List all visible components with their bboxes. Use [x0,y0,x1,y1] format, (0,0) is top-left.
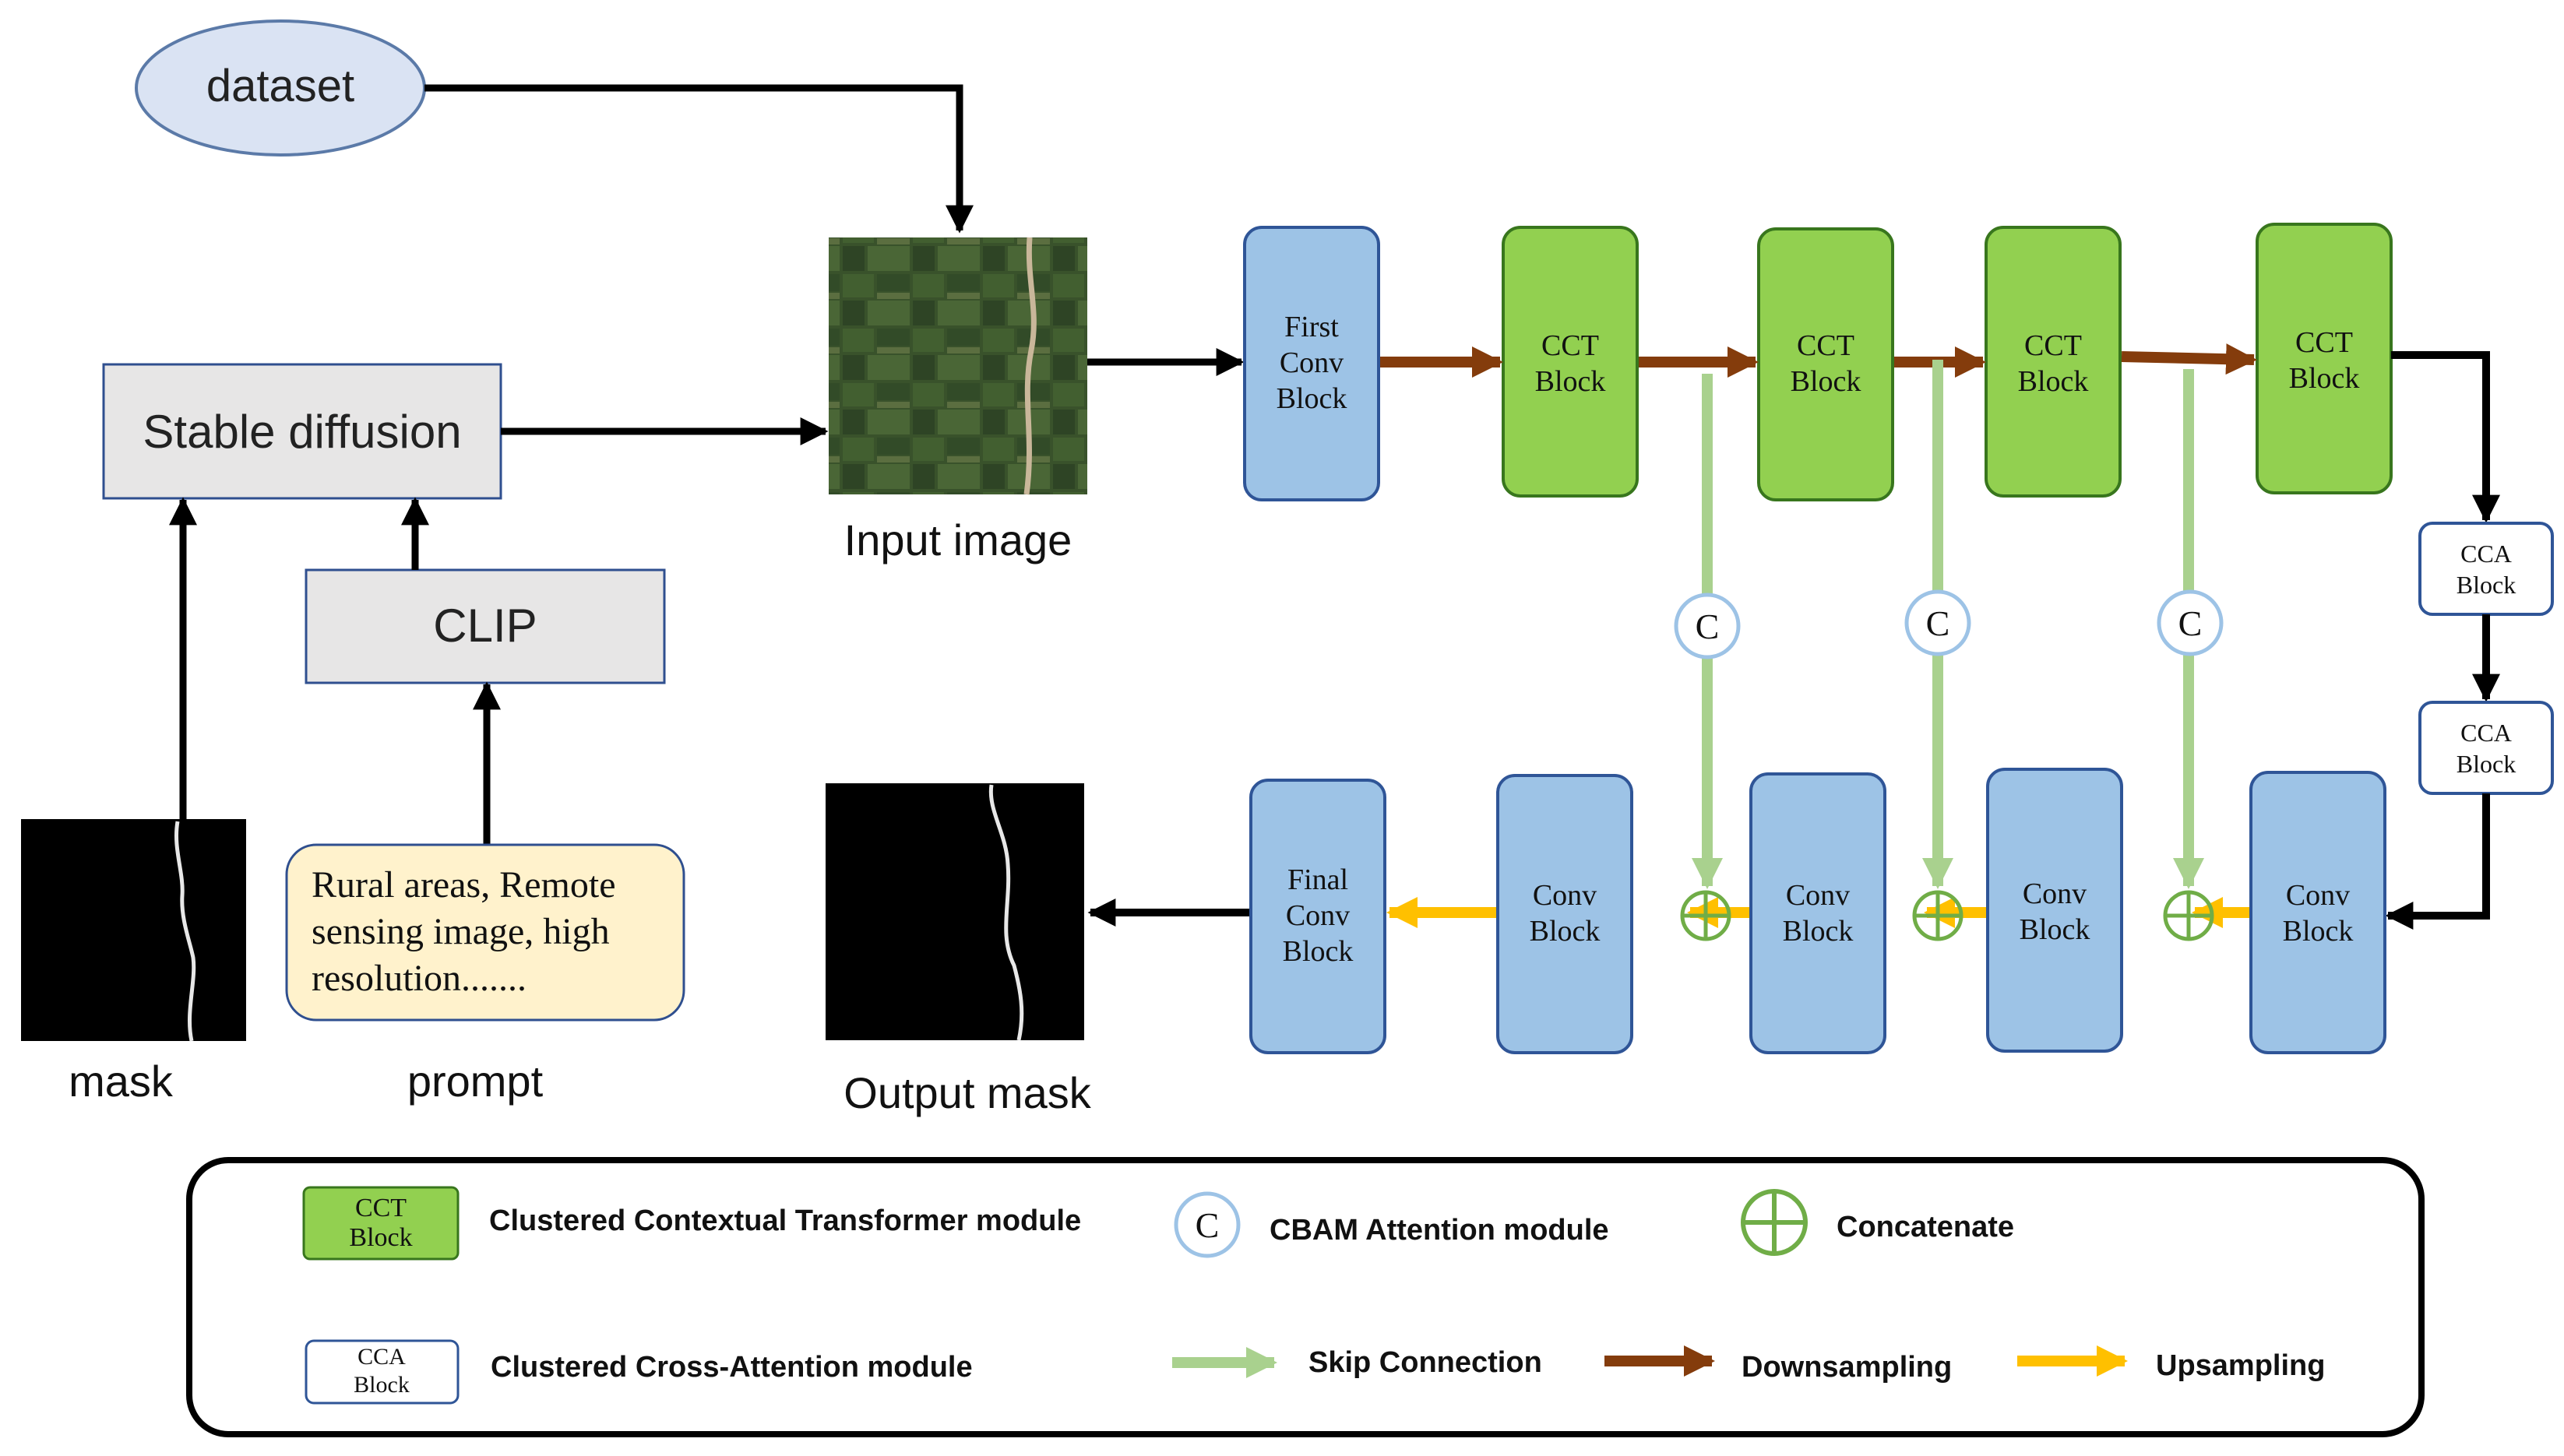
svg-text:Block: Block [2289,362,2360,395]
downsampling-arrow-4 [2121,343,2257,375]
svg-text:Conv: Conv [2286,879,2350,912]
svg-text:Block: Block [2457,750,2516,778]
conv-block-4: Conv Block [2249,771,2386,1054]
conv-block-3: Conv Block [1986,768,2123,1053]
legend-cct-desc: Clustered Contextual Transformer module [489,1205,1081,1237]
svg-text:CCT: CCT [1541,329,1599,362]
final-conv-block: Final Conv Block [1249,779,1386,1054]
concat-node-2 [1912,890,1964,941]
dataset-to-input-arrow [424,84,974,234]
dataset-node: dataset [135,19,426,157]
clip-label: CLIP [433,600,537,652]
clip-box: CLIP [305,568,666,684]
prompt-label: prompt [407,1057,544,1106]
svg-text:C: C [1196,1205,1220,1245]
svg-text:Block: Block [2020,913,2090,946]
legend-down-desc: Downsampling [1742,1351,1952,1384]
svg-text:Conv: Conv [1286,899,1350,932]
concat-node-3 [2163,890,2214,941]
conv-block-2: Conv Block [1749,772,1886,1054]
svg-text:Block: Block [2283,915,2354,948]
cca-block-2: CCA Block [2418,701,2554,795]
cbam-node-3: C [2157,589,2224,656]
legend-up-desc: Upsampling [2156,1349,2325,1382]
cbam-node-2: C [1904,589,1971,656]
svg-text:Block: Block [1791,365,1861,398]
svg-text:CCA: CCA [2460,719,2512,747]
svg-text:CCT: CCT [1797,329,1854,362]
svg-text:Block: Block [354,1372,410,1398]
svg-text:Conv: Conv [1280,346,1344,379]
dataset-label: dataset [206,61,354,111]
first-conv-block: First Conv Block [1243,226,1380,501]
cca-block-1: CCA Block [2418,522,2554,616]
svg-text:First: First [1284,311,1339,343]
mask-image [21,819,246,1042]
legend-cbam-desc: CBAM Attention module [1270,1214,1609,1247]
stable-diffusion-box: Stable diffusion [102,363,502,500]
prompt-box: Rural areas, Remote sensing image, high … [285,843,685,1022]
svg-text:C: C [1696,607,1720,646]
svg-text:CCA: CCA [357,1344,406,1370]
svg-text:Block: Block [1783,915,1854,948]
legend-concat-desc: Concatenate [1837,1211,2014,1243]
svg-text:Conv: Conv [1786,879,1850,912]
legend-concat-icon [1741,1189,1808,1256]
svg-text:Block: Block [1530,915,1601,948]
svg-text:Block: Block [1535,365,1606,398]
cct-block-4: CCT Block [2256,223,2393,494]
cct-block-1: CCT Block [1502,226,1639,498]
svg-text:CCA: CCA [2460,540,2512,568]
svg-text:CCT: CCT [2024,329,2082,362]
concat-node-1 [1680,890,1731,941]
svg-text:Final: Final [1287,863,1348,896]
output-mask-image [826,783,1084,1041]
mask-label: mask [69,1057,174,1106]
prompt-line-2: sensing image, high [312,911,610,952]
input-image [829,237,1087,495]
conv-block-1: Conv Block [1496,774,1633,1054]
svg-text:C: C [1926,603,1950,643]
svg-text:Conv: Conv [2023,877,2087,910]
svg-text:Block: Block [2018,365,2089,398]
svg-text:CCT: CCT [355,1194,407,1222]
legend-cca-desc: Clustered Cross-Attention module [491,1351,973,1384]
cbam-node-1: C [1674,593,1741,659]
legend-cbam-icon: C [1174,1191,1241,1258]
cct-block-2: CCT Block [1757,227,1894,501]
svg-text:C: C [2178,603,2203,643]
cca-to-decoder-arrow [2385,793,2490,930]
svg-text:Block: Block [1277,382,1347,415]
legend: CCT Block Clustered Contextual Transform… [186,1157,2425,1437]
input-image-label: Input image [844,515,1072,564]
stable-diffusion-label: Stable diffusion [143,406,461,458]
prompt-line-3: resolution....... [312,958,527,999]
prompt-line-1: Rural areas, Remote [312,864,616,906]
legend-skip-desc: Skip Connection [1308,1346,1542,1379]
svg-text:CCT: CCT [2295,326,2353,359]
encoder-to-cca-arrow [2391,351,2500,523]
legend-cct-icon: CCT Block [302,1186,460,1261]
output-mask-label: Output mask [844,1068,1091,1117]
svg-text:Block: Block [1283,935,1354,968]
svg-text:Block: Block [349,1223,412,1252]
svg-text:Block: Block [2457,571,2516,599]
cct-block-3: CCT Block [1985,226,2122,498]
legend-cca-icon: CCA Block [305,1339,460,1405]
svg-text:Conv: Conv [1533,879,1597,912]
